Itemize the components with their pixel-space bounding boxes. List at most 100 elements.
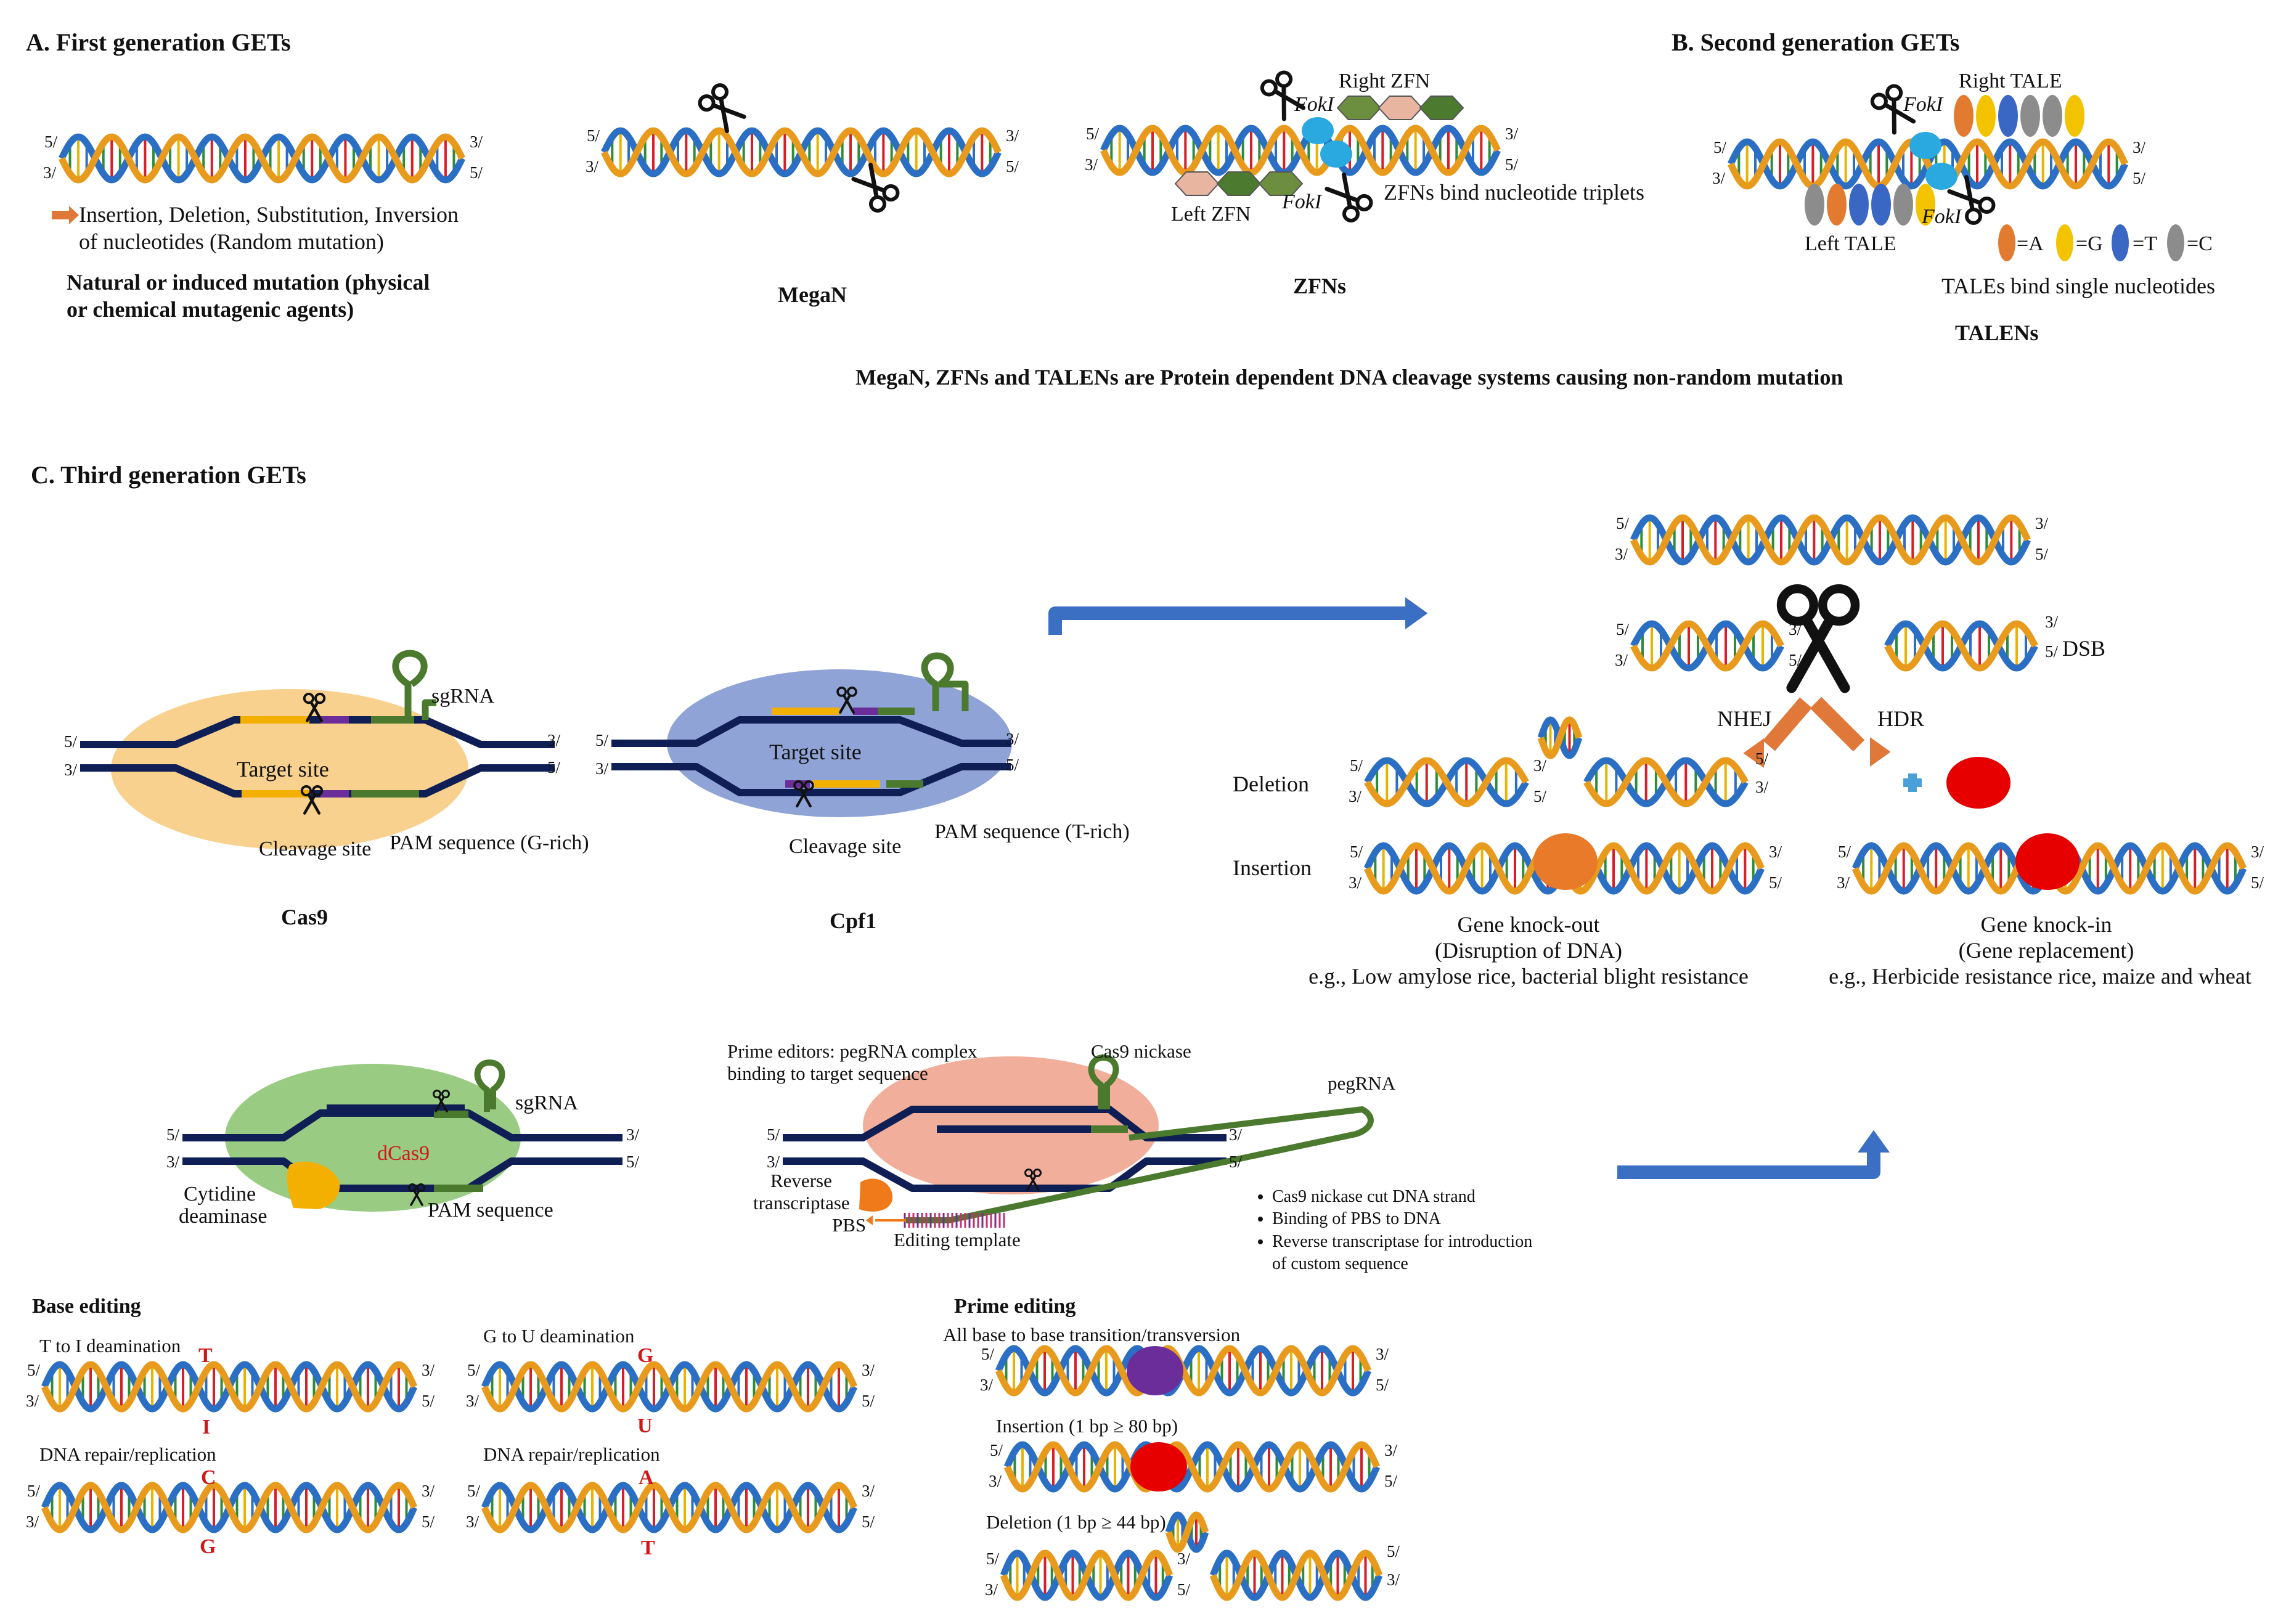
helix-strand-orange	[1364, 757, 1529, 807]
pe3-end: 5/	[1387, 1542, 1400, 1561]
cpf1-purple-bottom	[785, 780, 810, 788]
t-to-i-label: T to I deamination	[39, 1335, 181, 1357]
nhej-label: NHEJ	[1717, 706, 1771, 731]
bullet-1: Cas9 nickase cut DNA strand	[1272, 1186, 1532, 1208]
bullet-3: Reverse transcriptase for introduction	[1272, 1231, 1532, 1253]
right-tale-label: Right TALE	[1959, 70, 2062, 92]
end-3-right: 3/	[1789, 620, 1802, 639]
helix-excised-fragment	[1537, 716, 1583, 759]
pe-dna-top	[783, 1106, 1227, 1141]
hdr-label: HDR	[1877, 706, 1925, 731]
cas9-pam-purple	[320, 716, 349, 724]
mutation-text-1: Insertion, Deletion, Substitution, Inver…	[79, 202, 459, 227]
cpf1-purple-top	[853, 708, 878, 715]
cpf1-spacer-top	[772, 708, 839, 715]
cpf1-guide-top	[878, 708, 915, 715]
rt-line-1: Reverse	[770, 1170, 832, 1191]
talens-label: TALENs	[1955, 320, 2039, 345]
pe-end: 5/	[767, 1125, 780, 1144]
prime-editing-title: Prime editing	[954, 1295, 1076, 1318]
end-3-right: 3/	[1769, 843, 1782, 861]
deletion-label: Deletion	[1233, 772, 1309, 796]
knockout-line-2: (Disruption of DNA)	[1435, 938, 1622, 963]
end-5-left: 5/	[981, 1345, 995, 1363]
cpf1-dna-top	[611, 716, 1011, 747]
dna-helix-layer	[41, 124, 2247, 1601]
helix-pe-3-left	[1000, 1549, 1174, 1601]
helix-strand-orange	[601, 127, 1002, 177]
pe3-end: 3/	[1387, 1570, 1400, 1589]
hdr-arrow-head	[1870, 737, 1891, 767]
cas9-spacer-top	[240, 716, 309, 724]
prime-bullets: Cas9 nickase cut DNA strand Binding of P…	[1251, 1186, 1532, 1276]
nhej-arrow-head	[1743, 738, 1764, 768]
be-target-strand	[327, 1104, 465, 1112]
helix-dsb-right	[1884, 620, 2038, 672]
end-3-right: 3/	[862, 1361, 875, 1379]
right-zfn-label: Right ZFN	[1339, 70, 1431, 92]
helix-strand-orange	[481, 1482, 858, 1533]
tale-repeat-right	[2020, 95, 2040, 137]
base-t-bottom: T	[641, 1536, 655, 1559]
tale-key-g: =G	[2076, 232, 2103, 255]
helix-strand-orange	[1100, 124, 1501, 176]
pegrna-extension	[906, 1106, 1374, 1223]
end-5-right: 5/	[2133, 169, 2146, 187]
cas9-end: 5/	[64, 732, 78, 751]
end-5-right: 5/	[470, 163, 483, 182]
helix-be-2	[481, 1361, 858, 1413]
blue-arrow-head-right	[1405, 597, 1428, 629]
end-3-right: 3/	[470, 133, 483, 151]
end-3-right: 3/	[1505, 124, 1519, 143]
be-end: 5/	[626, 1153, 640, 1171]
tale-repeat-right	[2065, 95, 2084, 137]
fokl-b-top	[1909, 132, 1941, 159]
plus-icon	[1903, 773, 1922, 792]
helix-strand-orange	[1728, 138, 2128, 190]
repair-label-2: DNA repair/replication	[483, 1443, 660, 1465]
end-3-left: 3/	[1085, 155, 1098, 174]
zfn-right-2	[1378, 96, 1423, 120]
end-5-right: 5/	[422, 1392, 435, 1410]
pam-t-rich: PAM sequence (T-rich)	[934, 820, 1130, 843]
tale-key-a: =A	[2017, 232, 2044, 255]
cytidine-line-1: Cytidine	[184, 1183, 256, 1206]
cas9-protein	[111, 689, 468, 849]
pe-dna-bottom	[783, 1157, 1227, 1192]
cas9-target-site: Target site	[237, 757, 329, 781]
blue-bent-arrow-bottom	[1617, 1153, 1880, 1179]
end-5-left: 5/	[1350, 843, 1363, 861]
cas9-guide-top	[371, 716, 414, 724]
helix-strand-orange	[41, 1482, 418, 1533]
fokl-domain-top	[1302, 117, 1334, 144]
helix-megan	[601, 127, 1002, 177]
be-dna-bottom	[182, 1157, 623, 1192]
end-5-right: 5/	[1384, 1472, 1398, 1490]
tale-repeat-left	[1827, 184, 1847, 226]
end-5-left: 5/	[1086, 124, 1100, 143]
cas9-cleavage-site: Cleavage site	[259, 838, 372, 860]
rt-line-2: transcriptase	[753, 1192, 850, 1214]
end-5-left: 5/	[1350, 756, 1363, 775]
helix-be-3	[41, 1482, 418, 1533]
deletion-pe-label: Deletion (1 bp ≥ 44 bp)	[986, 1511, 1166, 1533]
end-3-right: 3/	[2035, 514, 2049, 532]
hdr-arrow	[1810, 696, 1865, 752]
end-5-left: 5/	[1616, 620, 1630, 639]
end-3-right: 3/	[1006, 126, 1019, 145]
helix-be-1	[41, 1361, 418, 1413]
end-5-left: 5/	[587, 126, 600, 145]
key-g-swatch	[2056, 224, 2073, 261]
end-3-left: 3/	[1615, 651, 1628, 669]
cas9-end: 5/	[547, 758, 561, 777]
end-5-right: 5/	[2251, 873, 2264, 892]
pe-target	[937, 1125, 1109, 1133]
end-5-right: 5/	[1769, 873, 1782, 892]
cpf1-label: Cpf1	[830, 908, 877, 933]
helix-pe-excised	[1165, 1511, 1209, 1553]
zfns-label: ZFNs	[1293, 274, 1347, 298]
tale-repeat-left	[1871, 184, 1891, 226]
end-5-left: 5/	[990, 1441, 1003, 1459]
cpf1-target-site: Target site	[769, 740, 862, 764]
